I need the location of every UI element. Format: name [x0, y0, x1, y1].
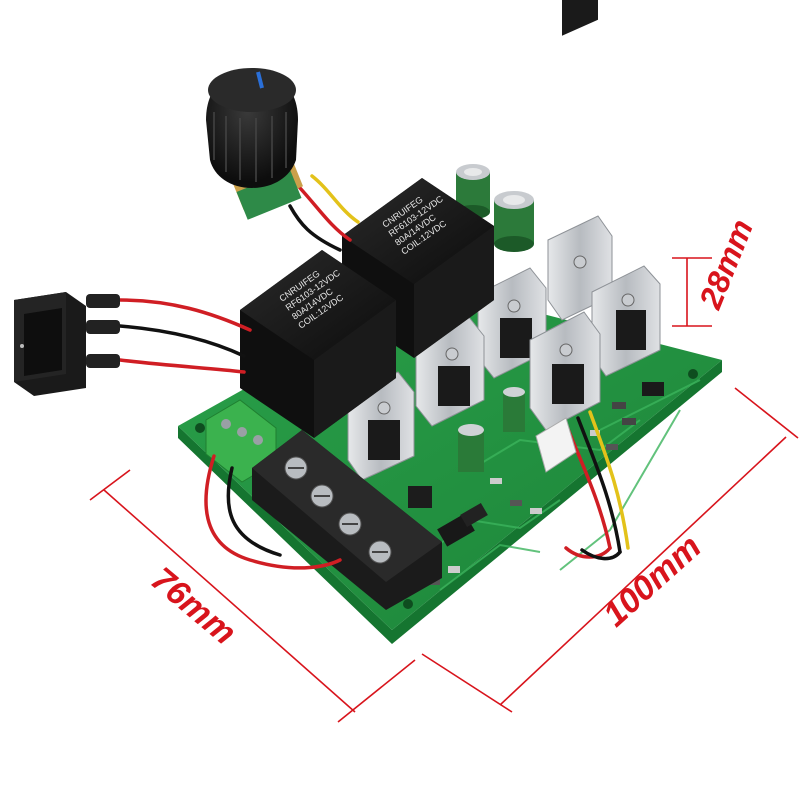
potentiometer-knob-icon[interactable] [206, 68, 298, 188]
jst-connector [535, 417, 577, 473]
dim-100-line [499, 436, 787, 706]
rocker-switch-icon[interactable] [14, 292, 120, 396]
capacitor [503, 387, 525, 432]
potentiometer [206, 68, 304, 220]
capacitor [494, 191, 534, 252]
terminal-screw [310, 484, 334, 508]
heatsink [477, 267, 547, 379]
heatsink [591, 265, 661, 377]
heatsink [529, 311, 601, 431]
dimension-lines [89, 257, 799, 723]
green-terminal-block [205, 399, 277, 483]
terminal-screw [284, 456, 308, 480]
screw-terminal-block [252, 430, 442, 610]
electrolytic-capacitors [456, 164, 534, 472]
terminal-screw [338, 512, 362, 536]
heatsink [547, 0, 613, 321]
dim-76-line [103, 489, 356, 713]
relay-front: CNRUIFEG RF6103-12VDC 80A/14VDC COIL:12V… [240, 250, 396, 438]
terminal-screw [368, 540, 392, 564]
capacitor [458, 424, 484, 472]
